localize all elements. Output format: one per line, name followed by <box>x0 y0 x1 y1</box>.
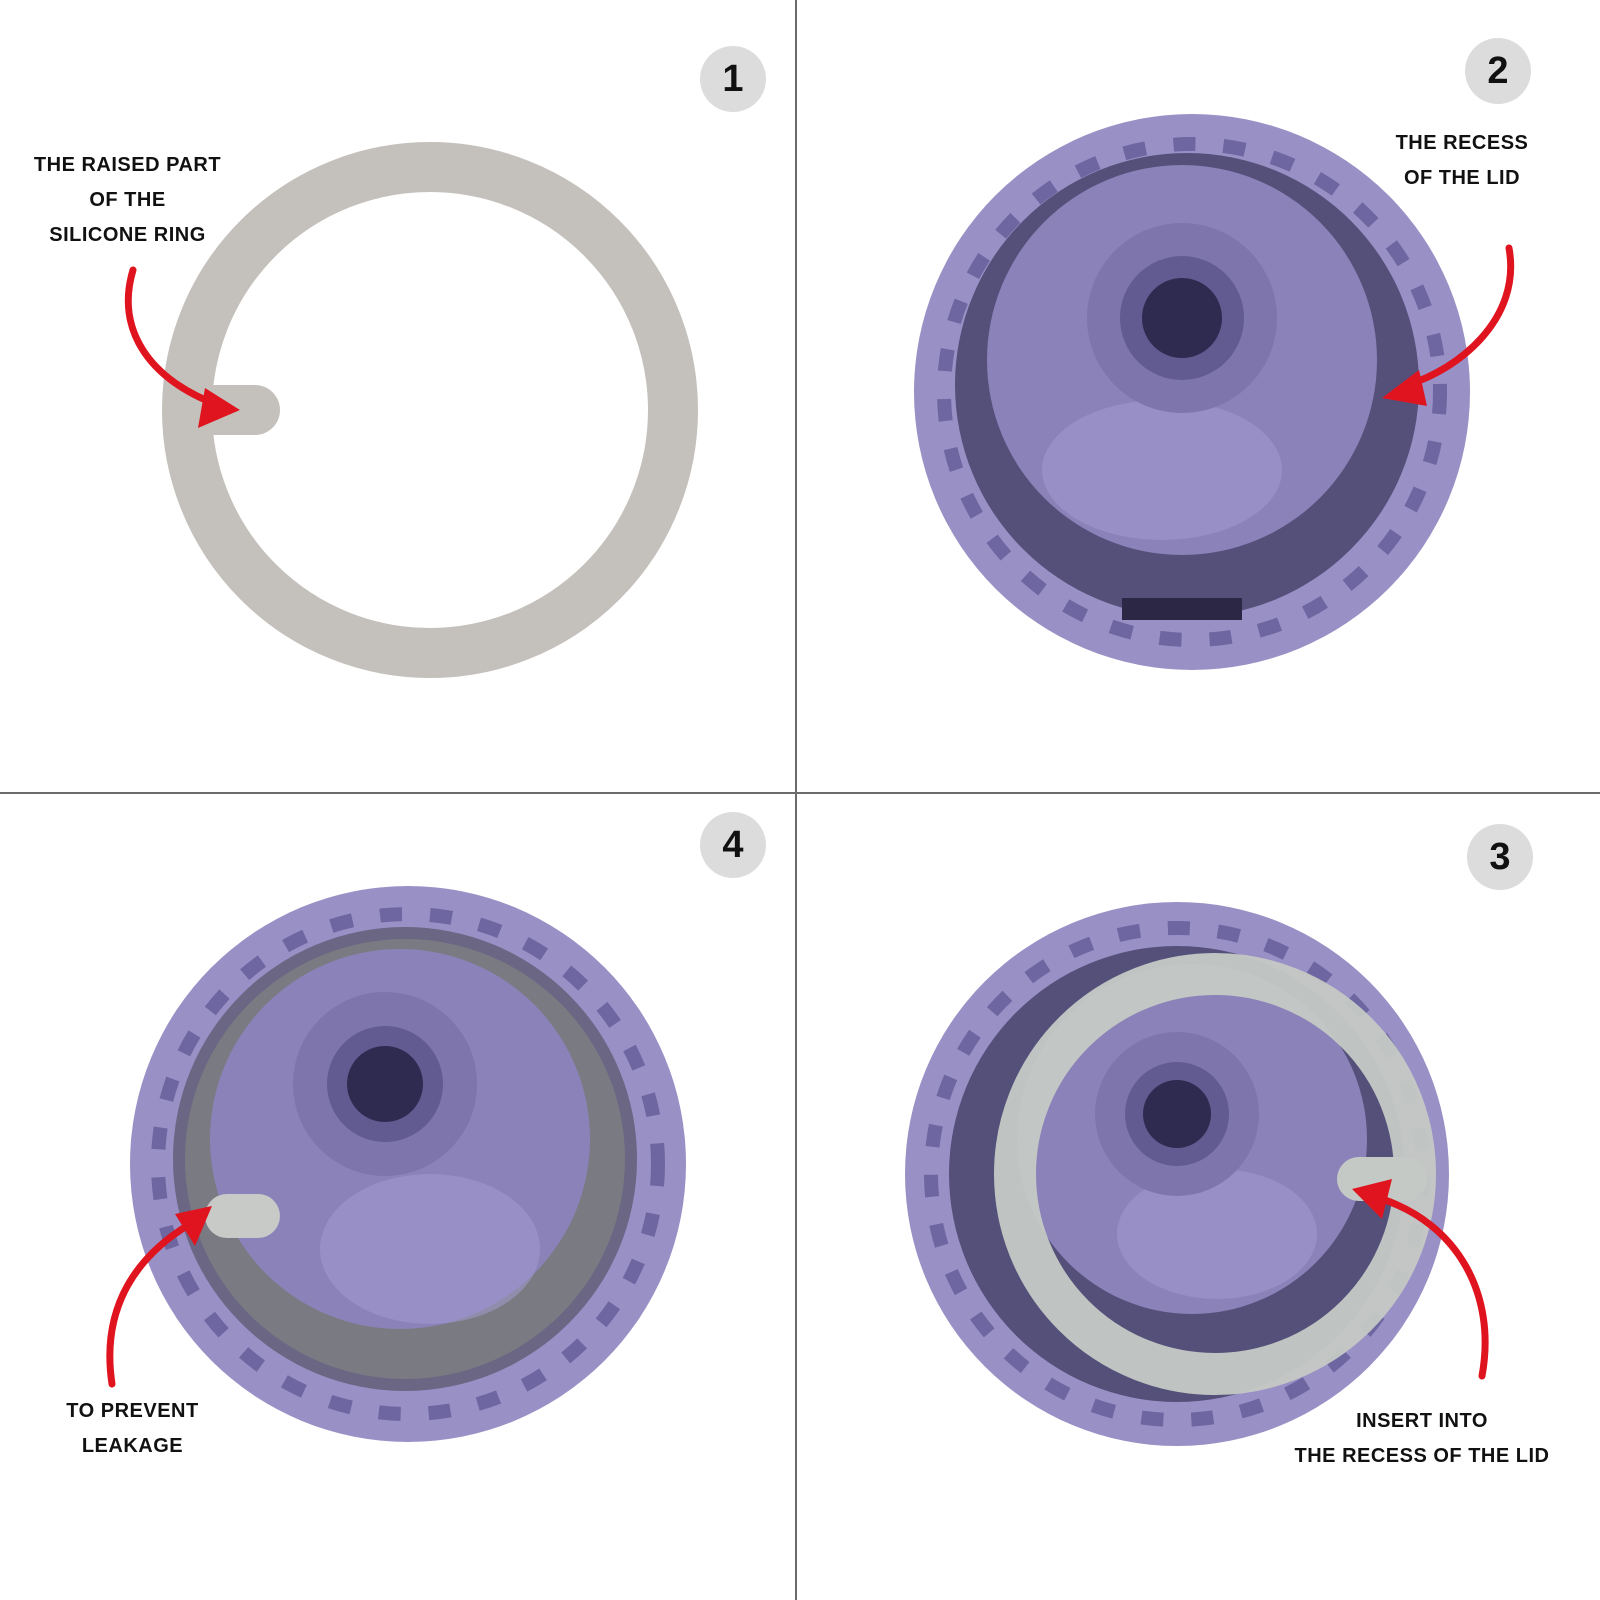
step-number-badge: 3 <box>1467 824 1533 890</box>
caption-line: OF THE <box>89 189 166 211</box>
red-arrow-icon <box>1352 1179 1489 1380</box>
insert-recess-caption: INSERT INTO THE RECESS OF THE LID <box>1287 1404 1557 1474</box>
step-1-panel: 1 THE RAISED PART OF THE SILICONE RING <box>0 0 795 792</box>
silicone-ring-icon <box>162 142 698 678</box>
caption-line: INSERT INTO <box>1356 1410 1488 1432</box>
vertical-divider <box>795 0 797 1600</box>
step-number-badge: 1 <box>700 46 766 112</box>
red-arrow-icon <box>124 266 240 428</box>
caption-line: SILICONE RING <box>49 224 206 246</box>
ring-fitted-illustration <box>106 886 686 1442</box>
step-2-panel: 2 THE RECESS OF THE LID <box>797 0 1592 792</box>
caption-line: LEAKAGE <box>81 1435 184 1457</box>
caption-line: THE RECESS OF THE LID <box>1294 1445 1550 1467</box>
lid-recess-illustration <box>914 114 1515 670</box>
caption-line: THE RECESS <box>1395 132 1529 154</box>
lid-icon <box>914 114 1470 670</box>
step-number-badge: 2 <box>1465 38 1531 104</box>
step-3-panel: 3 INSERT INTO THE RECESS OF THE LID <box>797 794 1592 1586</box>
horizontal-divider <box>0 792 1600 794</box>
red-arrow-icon <box>106 1206 212 1388</box>
lid-recess-caption: THE RECESS OF THE LID <box>1382 126 1542 196</box>
silicone-ring-illustration <box>124 142 698 678</box>
red-arrow-icon <box>1382 244 1515 406</box>
caption-line: TO PREVENT <box>66 1400 199 1422</box>
lid-icon <box>130 886 686 1442</box>
insert-ring-illustration <box>905 902 1489 1446</box>
step-number-badge: 4 <box>700 812 766 878</box>
raised-part-caption: THE RAISED PART OF THE SILICONE RING <box>20 148 235 253</box>
caption-line: THE RAISED PART <box>33 154 222 176</box>
prevent-leakage-caption: TO PREVENT LEAKAGE <box>60 1394 205 1464</box>
step-4-panel: 4 TO PREVENT LEAKAGE <box>0 794 795 1586</box>
caption-line: OF THE LID <box>1403 167 1521 189</box>
